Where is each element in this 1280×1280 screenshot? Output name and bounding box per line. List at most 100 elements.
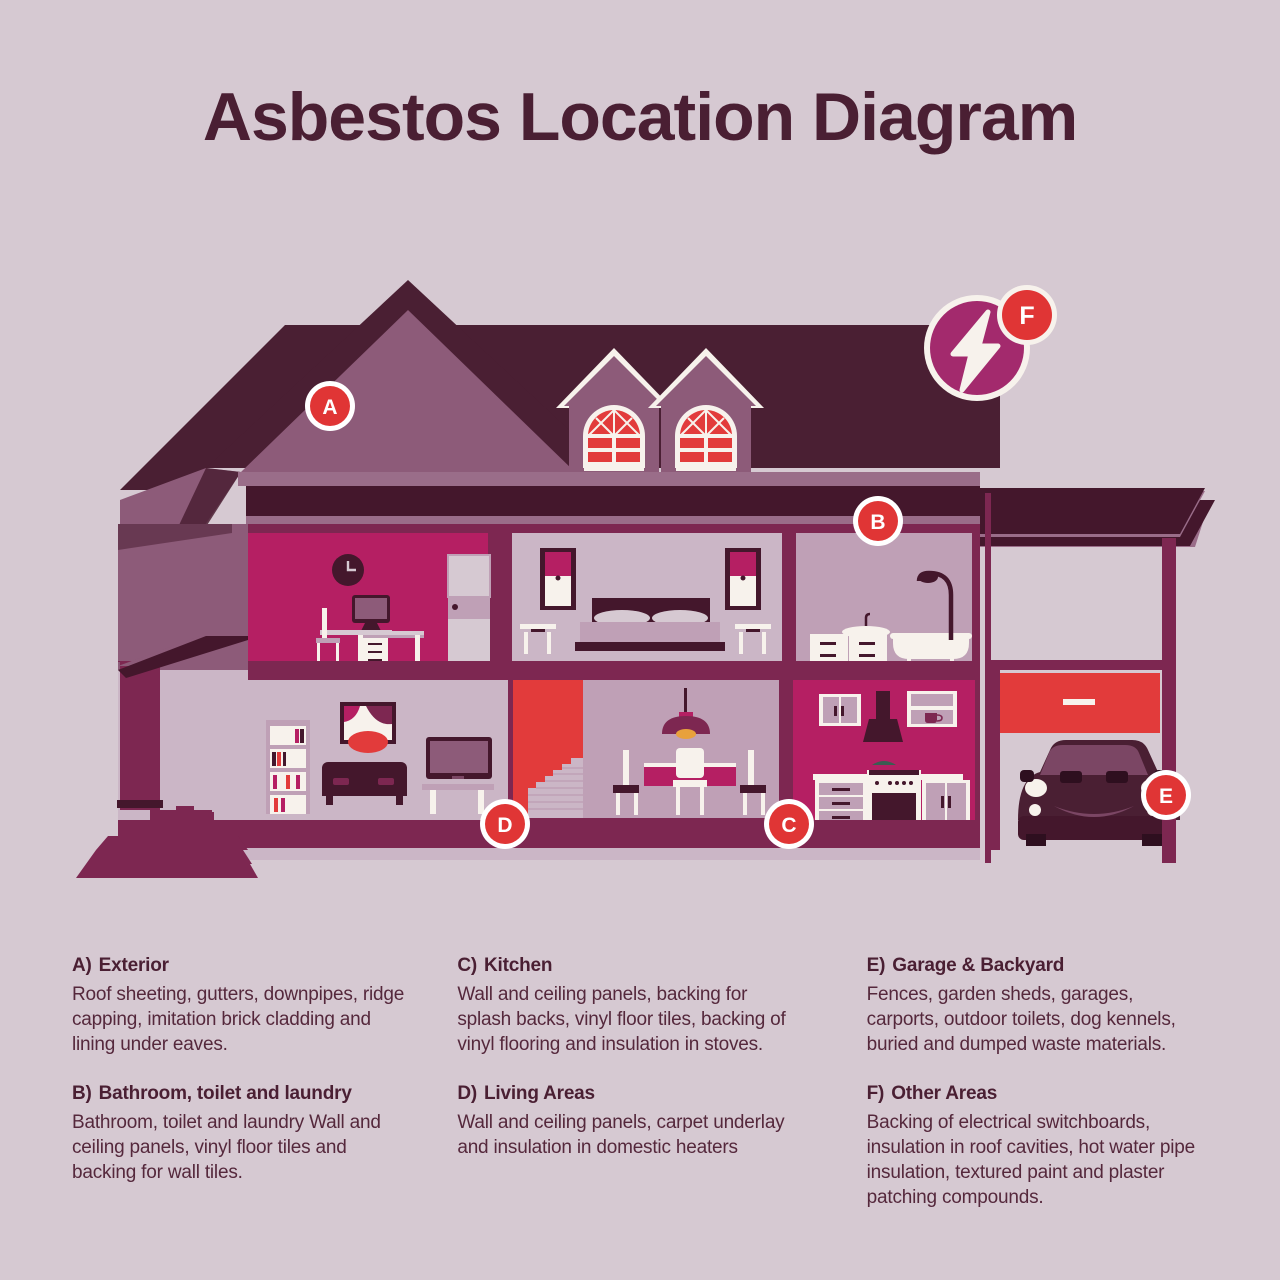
legend-title-e: Garage & Backyard — [892, 955, 1065, 976]
electrical-badge[interactable]: F — [924, 285, 1057, 401]
legend-entry-e: E) Garage & Backyard Fences, garden sheds… — [867, 955, 1208, 1057]
chair-right — [740, 750, 766, 815]
legend-body-c: Wall and ceiling panels, backing for spl… — [457, 984, 786, 1055]
house-svg: A B C D E F — [76, 280, 1215, 878]
marker-b[interactable]: B — [853, 496, 903, 546]
column-base-trim — [117, 800, 163, 808]
vanity — [810, 612, 890, 662]
marker-e-label: E — [1159, 785, 1173, 808]
pendant-lamp — [662, 688, 710, 739]
chair — [316, 608, 340, 663]
tv-stand — [422, 784, 494, 790]
legend-entry-c: C) Kitchen Wall and ceiling panels, backi… — [457, 955, 798, 1057]
staircase — [528, 758, 583, 818]
faucet — [864, 612, 871, 626]
room-study — [248, 533, 491, 663]
car — [1018, 740, 1180, 846]
legend-heading-b: B) Bathroom, toilet and laundry — [72, 1083, 413, 1105]
bedroom-divider — [782, 533, 794, 661]
legend-heading-f: F) Other Areas — [867, 1083, 1208, 1105]
marker-c[interactable]: C — [764, 799, 814, 849]
main-roof — [120, 280, 1000, 652]
legend-letter-e: E) — [866, 955, 886, 976]
chair-center — [673, 748, 707, 815]
left-wing-wall — [118, 524, 248, 666]
legend-column-1: A)Exterior Roof sheeting, gutters, downp… — [72, 955, 413, 1255]
legend-heading-e: E) Garage & Backyard — [867, 955, 1208, 977]
mattress — [580, 622, 720, 642]
legend-letter-d: D) — [457, 1083, 477, 1104]
bed — [575, 598, 725, 651]
legend-column-3: E) Garage & Backyard Fences, garden sheds… — [821, 955, 1208, 1255]
chair-left — [613, 750, 639, 815]
oven — [867, 770, 921, 825]
room-bedroom — [512, 533, 794, 661]
marker-a-label: A — [322, 396, 337, 419]
marker-d[interactable]: D — [480, 799, 530, 849]
room-kitchen — [793, 680, 975, 825]
legend-letter-b: B) — [72, 1083, 92, 1104]
foundation-band — [118, 820, 980, 848]
garage-post-left — [985, 493, 991, 863]
legend-column-2: C) Kitchen Wall and ceiling panels, backi… — [435, 955, 798, 1255]
sink — [842, 626, 890, 638]
legend-title-c: Kitchen — [483, 955, 553, 976]
bedroom-window-right — [725, 548, 761, 610]
legend-body-b: Bathroom, toilet and laundry Wall and ce… — [72, 1112, 381, 1183]
legend-title-d: Living Areas — [483, 1083, 595, 1104]
legend-entry-d: D) Living Areas Wall and ceiling panels, … — [457, 1083, 798, 1160]
steam-icon — [872, 761, 896, 765]
television — [422, 737, 494, 814]
legend-title-f: Other Areas — [891, 1083, 998, 1104]
floor-slab-upper — [118, 661, 980, 683]
garage-wing — [942, 488, 1215, 863]
nightstand-left — [520, 624, 556, 654]
door-knob[interactable] — [452, 604, 458, 610]
dormer-window-left — [556, 348, 672, 474]
room-dining — [513, 680, 793, 818]
legend-letter-f: F) — [866, 1083, 885, 1104]
gable-face — [241, 310, 575, 472]
cup — [925, 713, 937, 723]
garage-door[interactable] — [1000, 673, 1160, 733]
dormer-window-right — [648, 348, 764, 474]
legend-entry-a: A)Exterior Roof sheeting, gutters, downp… — [72, 955, 413, 1057]
room-bathroom — [796, 533, 972, 668]
ground-floor — [118, 680, 980, 833]
legend-body-d: Wall and ceiling panels, carpet underlay… — [457, 1112, 785, 1158]
porch-column — [120, 662, 160, 810]
marker-e[interactable]: E — [1141, 770, 1191, 820]
legend-body-e: Fences, garden sheds, garages, carports,… — [866, 984, 1176, 1055]
legend-letter-a: A) — [72, 955, 92, 976]
legend: A)Exterior Roof sheeting, gutters, downp… — [0, 955, 1280, 1255]
porch-steps — [150, 806, 214, 820]
legend-title-b: Bathroom, toilet and laundry — [98, 1083, 352, 1104]
legend-heading-a: A)Exterior — [72, 955, 413, 977]
kitchen-shelf — [907, 691, 957, 727]
marker-a[interactable]: A — [305, 381, 355, 431]
dormer-windows — [556, 348, 764, 474]
lightning-bolt-icon — [950, 309, 1001, 393]
legend-heading-c: C) Kitchen — [457, 955, 798, 977]
house-cutaway-illustration: A B C D E F — [0, 250, 1280, 890]
shower-head — [916, 570, 954, 640]
front-porch — [76, 636, 258, 878]
legend-body-a: Roof sheeting, gutters, downpipes, ridge… — [72, 984, 405, 1055]
framed-artwork — [340, 702, 396, 753]
legend-body-f: Backing of electrical switchboards, insu… — [866, 1112, 1196, 1208]
range-hood — [863, 691, 903, 742]
marker-f-label: F — [1019, 302, 1034, 330]
bedroom-window-left — [540, 548, 576, 610]
legend-entry-b: B) Bathroom, toilet and laundry Bathroom,… — [72, 1083, 413, 1185]
nightstand-right — [735, 624, 771, 654]
drawer-unit — [363, 638, 388, 663]
legend-entry-f: F) Other Areas Backing of electrical swit… — [867, 1083, 1208, 1210]
oven-door[interactable] — [872, 793, 916, 823]
door[interactable] — [447, 554, 491, 663]
page-title: Asbestos Location Diagram — [202, 79, 1078, 155]
ground-line — [118, 848, 980, 860]
bed-base — [575, 642, 725, 651]
upper-floor — [118, 524, 980, 668]
sofa — [322, 762, 407, 805]
legend-letter-c: C) — [457, 955, 477, 976]
